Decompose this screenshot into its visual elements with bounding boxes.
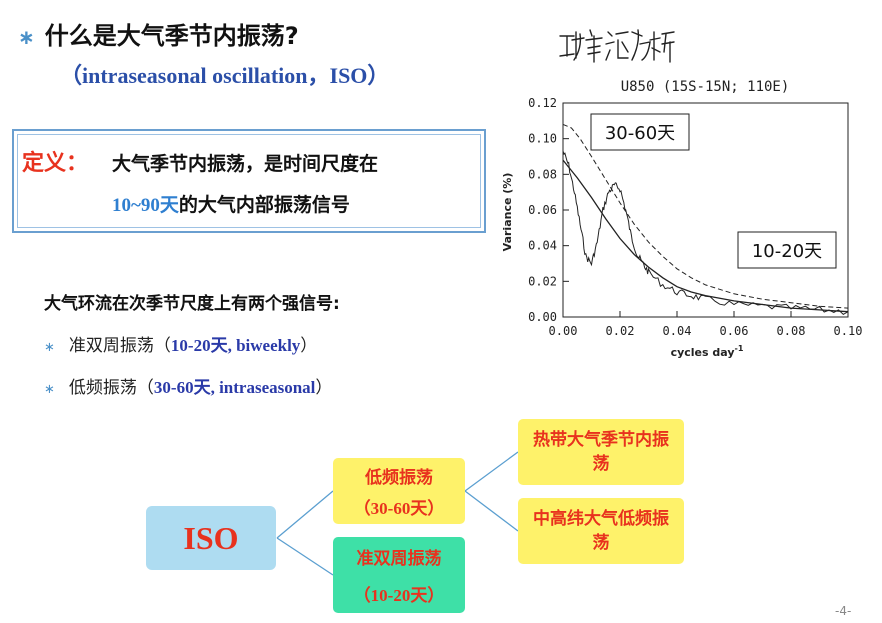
- x-axis-label-text: cycles day: [671, 346, 735, 359]
- tropical-node: 热带大气季节内振荡: [518, 419, 684, 485]
- definition-rest: 的大气内部振荡信号: [178, 194, 350, 216]
- signal-name: 准双周振荡（: [68, 336, 171, 356]
- chart-title: U850 (15S-15N; 110E): [621, 79, 790, 95]
- variance-spectrum-chart: U850 (15S-15N; 110E) 0.000.020.040.060.0…: [501, 79, 863, 359]
- x-axis-label: cycles day-1: [671, 344, 744, 359]
- page-subtitle: （intraseasonal oscillation，ISO）: [60, 63, 390, 88]
- y-tick-label: 0.08: [528, 167, 557, 181]
- low-freq-name: 低频振荡: [365, 468, 433, 488]
- chart-series: [562, 123, 849, 316]
- signal-item-biweekly: ∗ 准双周振荡（10-20天, biweekly）: [44, 331, 317, 356]
- y-tick-label: 0.10: [528, 132, 557, 146]
- signal-close: ）: [300, 336, 318, 356]
- definition-line-1: 大气季节内振荡，是时间尺度在: [112, 153, 379, 175]
- bullet-icon: ∗: [44, 382, 55, 397]
- bullet-icon: ∗: [44, 340, 55, 355]
- page-title: ∗ 什么是大气季节内振荡?: [18, 16, 299, 51]
- x-axis-ticks: 0.00 0.02 0.04 0.06 0.08 0.10: [549, 311, 863, 338]
- series-line-solid-noisy: [562, 150, 849, 316]
- biweekly-node: 准双周振荡 （10-20天）: [333, 537, 465, 613]
- x-tick-label: 0.06: [720, 324, 749, 338]
- definition-range: 10~90天: [112, 195, 179, 216]
- series-line-solid-smooth: [562, 159, 849, 313]
- y-axis-label: Variance (%): [501, 173, 514, 252]
- signal-detail: 30-60天, intraseasonal: [153, 378, 316, 397]
- low-freq-node: 低频振荡 （30-60天）: [333, 458, 465, 524]
- y-tick-label: 0.02: [528, 274, 557, 288]
- signal-name: 低频振荡（: [68, 378, 154, 398]
- signal-close: ）: [315, 378, 333, 398]
- definition-label: 定义：: [22, 151, 89, 176]
- annotation-10-20: 10-20天: [752, 241, 822, 262]
- page-number: -4-: [835, 604, 852, 618]
- signals-heading: 大气环流在次季节尺度上有两个强信号:: [44, 294, 340, 314]
- bullet-icon: ∗: [18, 25, 35, 49]
- low-freq-period: （30-60天）: [353, 499, 445, 518]
- y-tick-label: 0.06: [528, 203, 557, 217]
- annotation-box-10-20: [737, 231, 837, 269]
- x-tick-label: 0.10: [834, 324, 863, 338]
- x-axis-label-sup: -1: [735, 344, 744, 353]
- title-text: 什么是大气季节内振荡?: [44, 22, 299, 50]
- connector-iso: [276, 490, 334, 576]
- x-tick-label: 0.04: [663, 324, 692, 338]
- y-axis-ticks: 0.00 0.02 0.04 0.06 0.08 0.10 0.12: [528, 96, 569, 324]
- definition-line-2: 10~90天的大气内部振荡信号: [112, 190, 350, 217]
- signal-detail: 10-20天, biweekly: [170, 336, 301, 355]
- x-tick-label: 0.08: [777, 324, 806, 338]
- tropical-text: 热带大气季节内振荡: [533, 430, 669, 474]
- connector-low-freq: [464, 451, 519, 532]
- signal-item-intraseasonal: ∗ 低频振荡（30-60天, intraseasonal）: [44, 373, 332, 398]
- iso-node: ISO: [146, 506, 276, 570]
- x-tick-label: 0.02: [606, 324, 635, 338]
- handwritten-note: [559, 29, 675, 63]
- midlat-text: 中高纬大气低频振荡: [533, 509, 669, 553]
- annotation-30-60: 30-60天: [605, 123, 675, 144]
- biweekly-period: （10-20天）: [353, 586, 445, 605]
- biweekly-name: 准双周振荡: [356, 549, 442, 569]
- midlat-node: 中高纬大气低频振荡: [518, 498, 684, 564]
- y-tick-label: 0.04: [528, 239, 557, 253]
- y-tick-label: 0.12: [528, 96, 557, 110]
- x-tick-label: 0.00: [549, 324, 578, 338]
- y-tick-label: 0.00: [528, 310, 557, 324]
- definition-box: [12, 129, 486, 233]
- annotation-box-30-60: [590, 113, 690, 151]
